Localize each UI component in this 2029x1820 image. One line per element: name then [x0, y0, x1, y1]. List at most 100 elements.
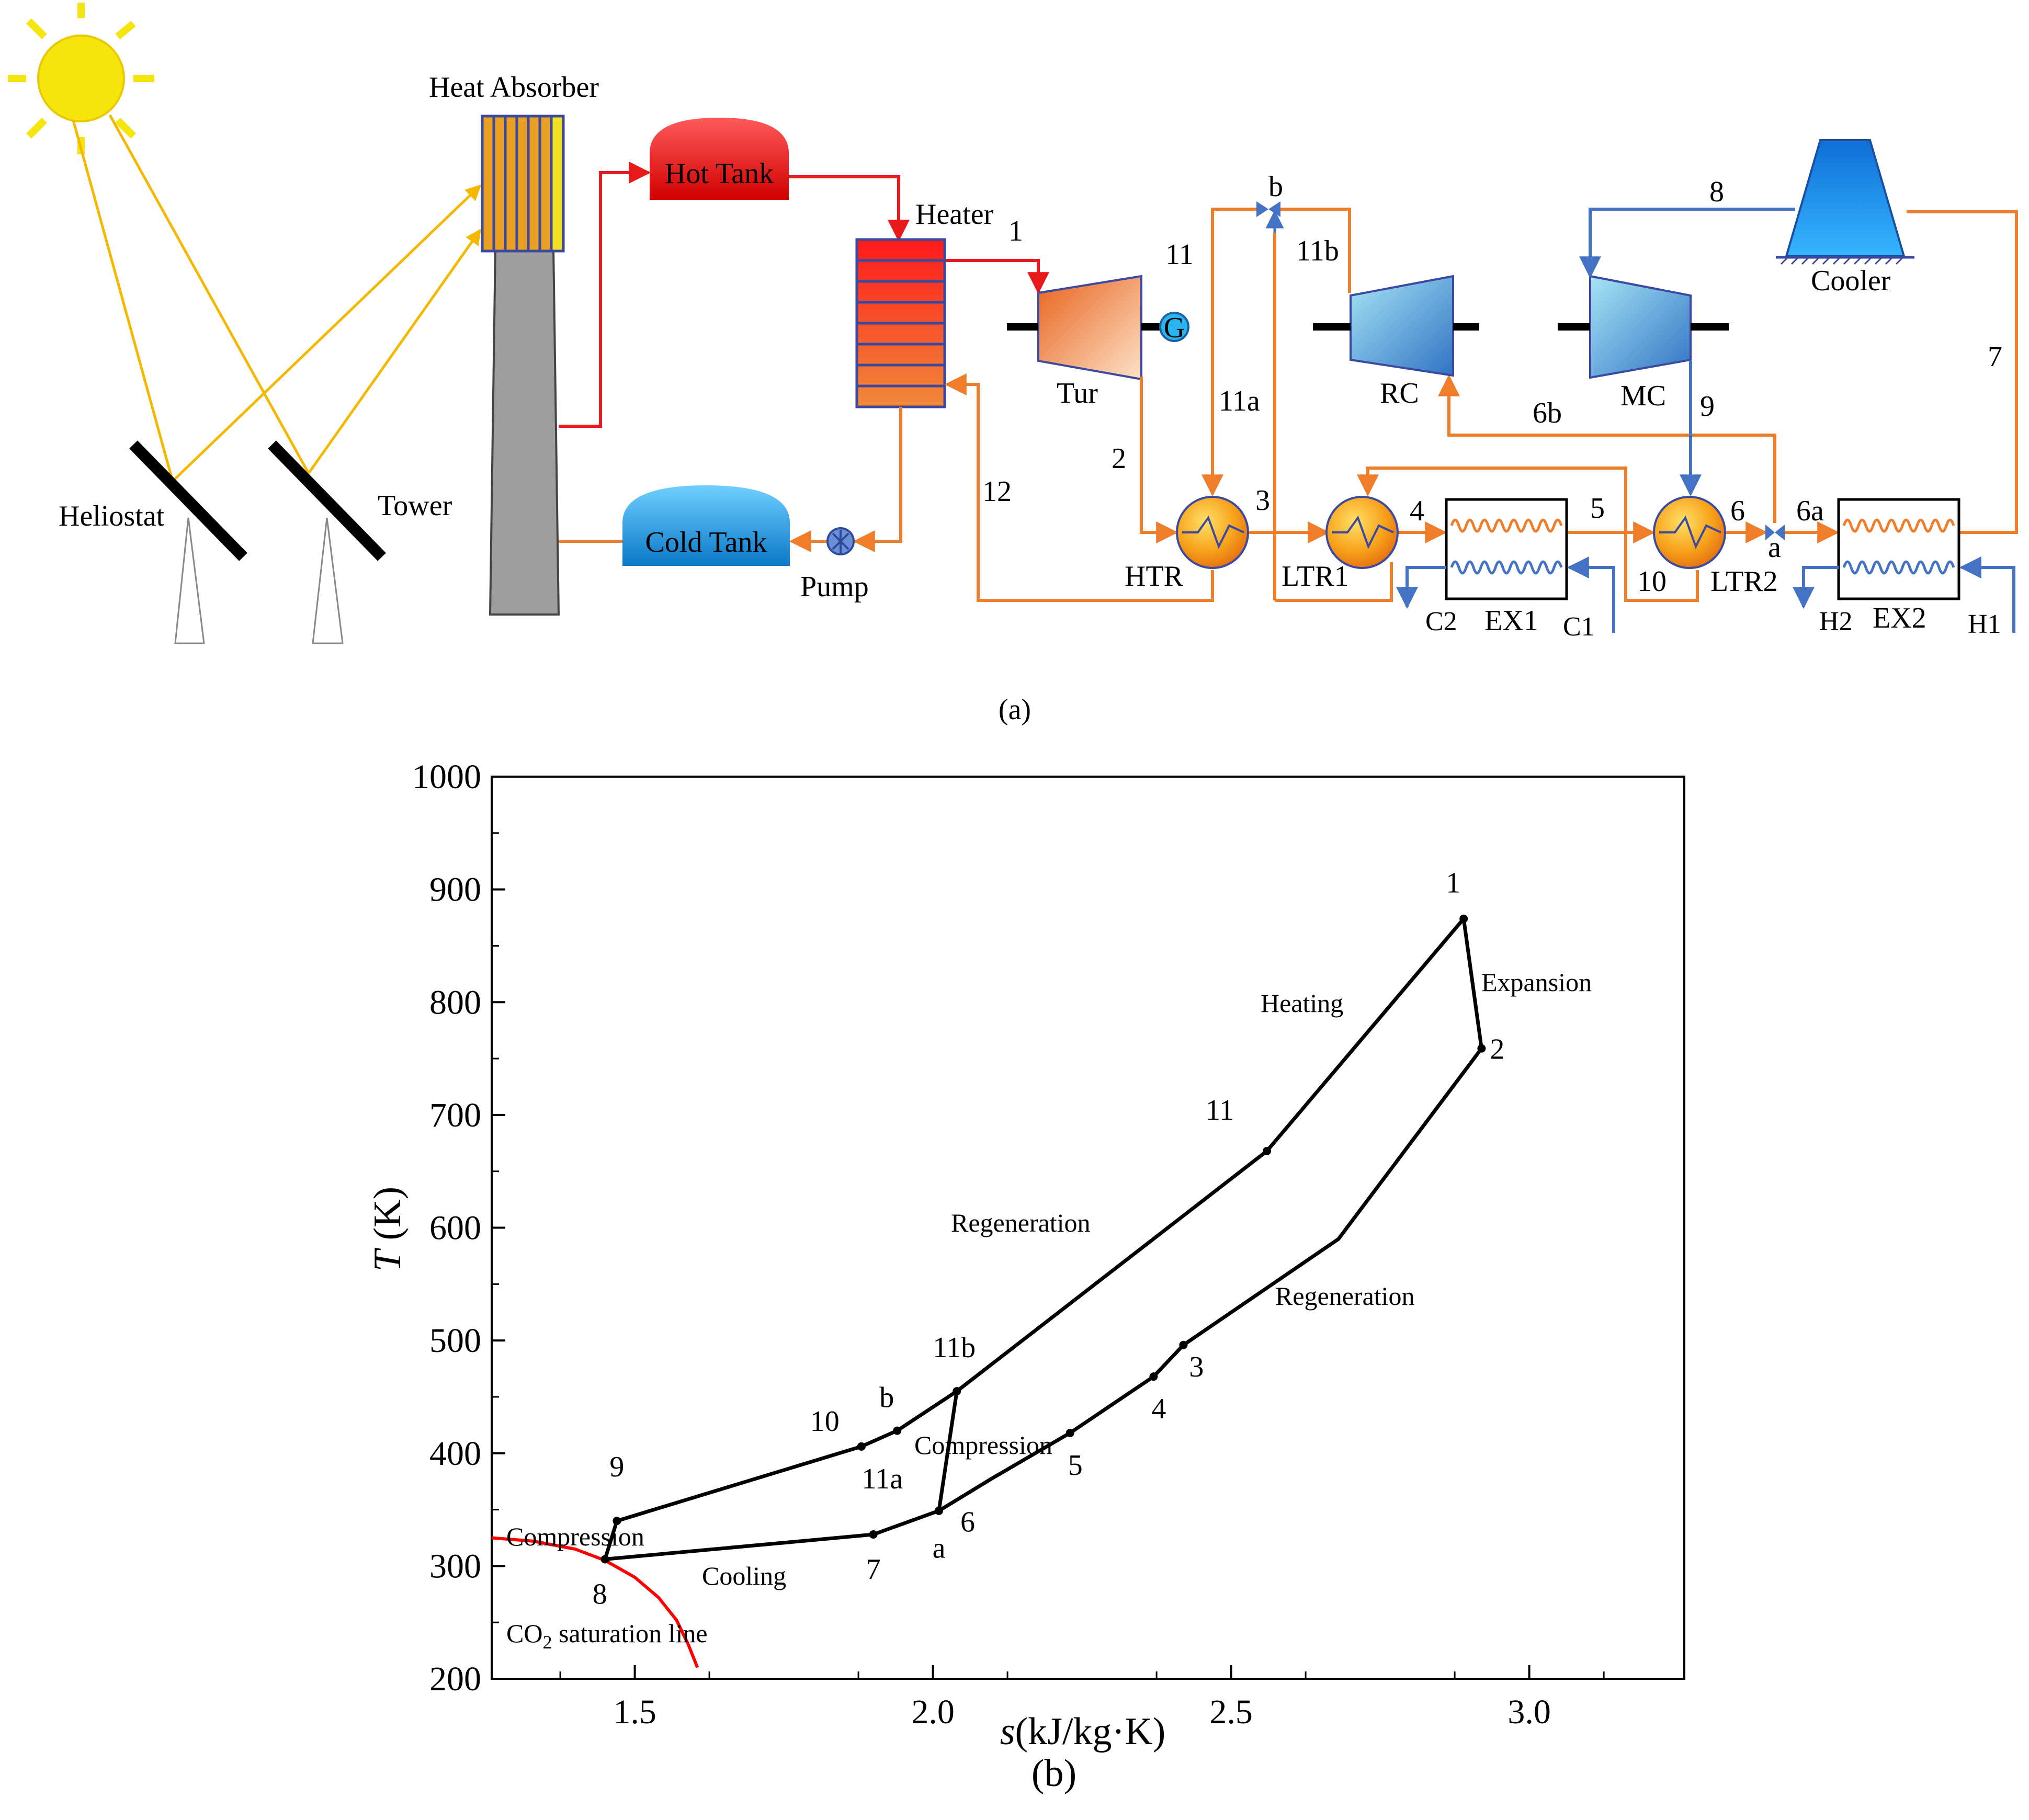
- port-h2: H2: [1819, 607, 1853, 636]
- generator-icon: [1159, 312, 1189, 342]
- cycle-point-label: 9: [609, 1451, 624, 1483]
- cycle-point: [1065, 1428, 1074, 1437]
- cycle-point: [600, 1555, 609, 1564]
- schematic: Heliostat Tower Heat Absorber Hot Tank: [8, 3, 2018, 726]
- ltr1: [1325, 496, 1399, 569]
- cycle-point-label: 8: [593, 1578, 607, 1610]
- ltr2: [1653, 496, 1726, 569]
- cycle-point: [1179, 1340, 1188, 1349]
- cycle-point: [613, 1517, 621, 1526]
- y-tick-label: 700: [429, 1096, 481, 1134]
- turbine: [1037, 275, 1142, 381]
- rc-label: RC: [1380, 377, 1419, 410]
- cycle-point-label: 7: [866, 1553, 881, 1586]
- anno-compression-mid: Compression: [914, 1430, 1052, 1460]
- cycle-point-label: 6: [960, 1506, 975, 1539]
- sun-icon: [8, 3, 154, 154]
- generator-label: G: [1164, 312, 1185, 344]
- x-tick-label: 2.0: [911, 1693, 955, 1731]
- cycle-point: [1459, 914, 1468, 923]
- cycle-point: [893, 1426, 902, 1435]
- cycle-path: [603, 917, 1483, 1561]
- ex2: [1837, 498, 1960, 600]
- molten-salt-lines: [559, 162, 1049, 428]
- heliostat-label: Heliostat: [59, 500, 165, 532]
- ex1: [1445, 498, 1568, 600]
- anno-cooling: Cooling: [702, 1561, 786, 1590]
- ltr1-label: LTR1: [1282, 560, 1349, 593]
- cycle-point-label: 3: [1189, 1351, 1204, 1383]
- state-12: 12: [982, 475, 1012, 508]
- valve-a: [1765, 525, 1785, 540]
- state-5: 5: [1590, 492, 1605, 525]
- state-10: 10: [1637, 565, 1667, 598]
- anno-regeneration-lower: Regeneration: [1275, 1281, 1415, 1311]
- y-tick-label: 500: [429, 1322, 481, 1360]
- mc: [1558, 275, 1729, 379]
- cooler: [1776, 139, 1914, 265]
- axis-ticks: [492, 776, 1605, 1680]
- heat-absorber: [481, 115, 565, 253]
- cooler-label: Cooler: [1811, 265, 1891, 297]
- htr-label: HTR: [1125, 560, 1184, 593]
- cycle-point: [1263, 1146, 1271, 1155]
- cycle-point-label: a: [933, 1532, 946, 1565]
- y-axis-label: T (K): [366, 1187, 409, 1271]
- y-tick-label: 900: [429, 871, 481, 909]
- cycle-point: [869, 1530, 878, 1539]
- state-6a: 6a: [1796, 495, 1824, 527]
- cycle-points: [600, 914, 1486, 1564]
- state-6b: 6b: [1533, 397, 1562, 429]
- tower: [489, 247, 560, 616]
- cold-tank: Cold Tank: [622, 485, 790, 566]
- co2-hot-lines: [944, 208, 2018, 602]
- state-2: 2: [1112, 442, 1126, 475]
- y-tick-label: 1000: [412, 758, 481, 796]
- port-c2: C2: [1425, 607, 1457, 636]
- x-tick-label: 2.5: [1209, 1693, 1253, 1731]
- cycle-point: [953, 1387, 961, 1396]
- ltr2-label: LTR2: [1710, 565, 1778, 598]
- compression-branch: [937, 1391, 959, 1511]
- tower-label: Tower: [378, 490, 452, 522]
- water-port-lines: [1396, 556, 2015, 633]
- cycle-point-label: 2: [1490, 1033, 1504, 1066]
- ex1-label: EX1: [1484, 605, 1538, 637]
- cycle-point: [1477, 1044, 1486, 1053]
- cycle-point: [1149, 1372, 1158, 1381]
- cycle-point-label: 11b: [933, 1332, 976, 1364]
- co2-saturation-line: [491, 1536, 699, 1668]
- heater-label: Heater: [915, 198, 994, 231]
- port-h1: H1: [1968, 609, 2001, 639]
- port-c1: C1: [1563, 612, 1595, 642]
- htr: [1176, 496, 1249, 569]
- caption-b: (b): [1031, 1752, 1076, 1795]
- y-tick-label: 400: [429, 1435, 481, 1473]
- rc: [1313, 275, 1479, 377]
- state-b: b: [1268, 170, 1283, 203]
- state-11a: 11a: [1219, 385, 1260, 417]
- cycle-point-label: 1: [1446, 867, 1460, 900]
- anno-heating: Heating: [1261, 988, 1343, 1018]
- y-tick-label: 200: [429, 1660, 481, 1698]
- x-tick-label: 3.0: [1507, 1693, 1551, 1731]
- pump-label: Pump: [800, 571, 869, 603]
- hot-tank-label: Hot Tank: [665, 157, 774, 190]
- heat-absorber-label: Heat Absorber: [429, 71, 599, 104]
- state-7: 7: [1988, 340, 2002, 373]
- cycle-point: [857, 1442, 866, 1451]
- anno-expansion: Expansion: [1481, 968, 1592, 997]
- anno-compression-left: Compression: [506, 1522, 644, 1551]
- state-11b: 11b: [1296, 235, 1339, 267]
- cycle-point: [935, 1506, 943, 1515]
- cycle-point-label: 11: [1206, 1094, 1234, 1127]
- y-tick-label: 300: [429, 1547, 481, 1585]
- state-9: 9: [1700, 390, 1715, 423]
- x-tick-label: 1.5: [613, 1693, 656, 1731]
- cycle-point-label: 10: [810, 1405, 840, 1438]
- state-3: 3: [1255, 484, 1270, 517]
- x-axis-label: s(kJ/kg·K): [1000, 1710, 1166, 1753]
